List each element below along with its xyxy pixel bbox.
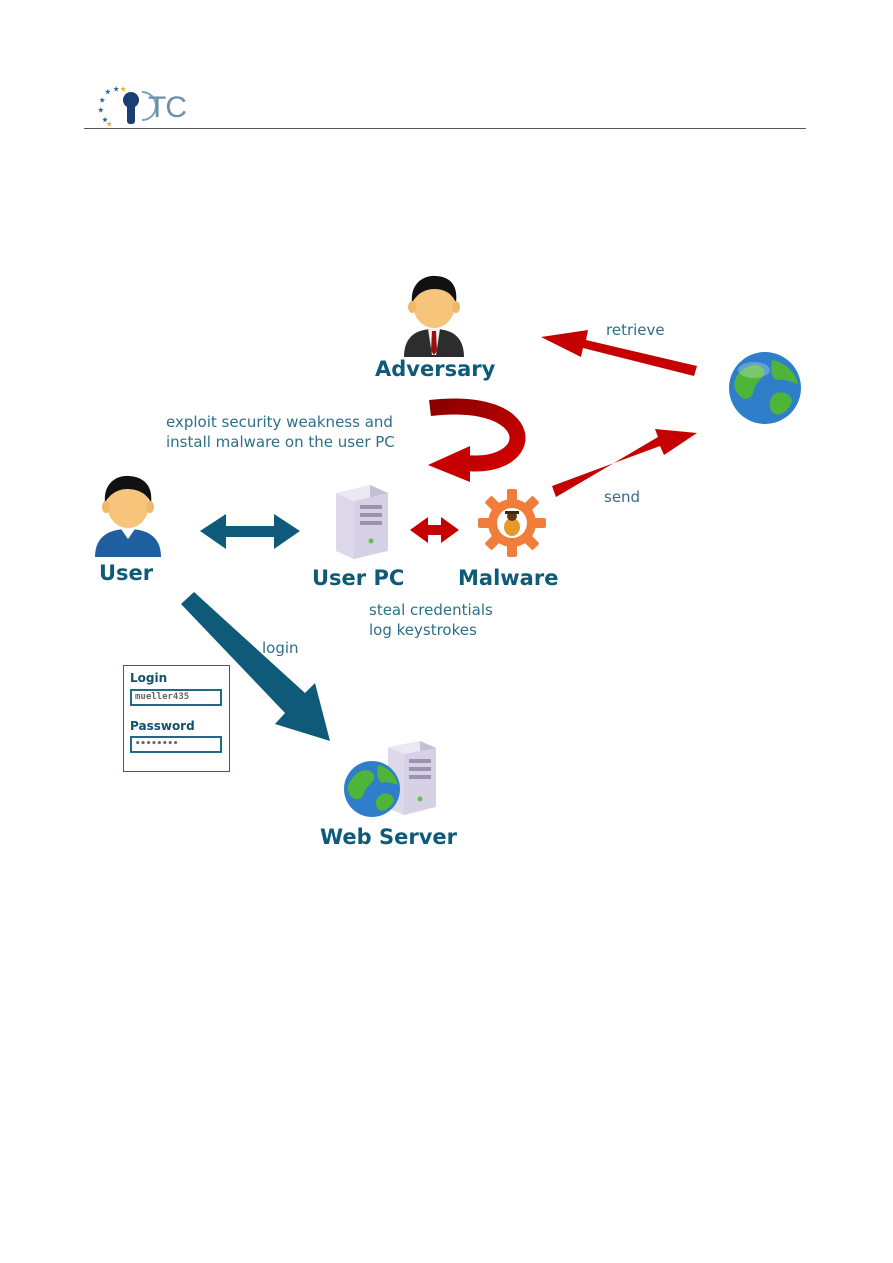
user-pc-link-arrow bbox=[200, 514, 300, 549]
user-person-icon bbox=[95, 475, 161, 557]
user-pc-node bbox=[330, 483, 392, 561]
adversary-label: Adversary bbox=[375, 357, 496, 381]
login-label: Login bbox=[130, 671, 168, 685]
login-form-illustration: Login mueller435 Password •••••••• bbox=[123, 665, 230, 772]
malware-label: Malware bbox=[458, 566, 559, 590]
login-caption: login bbox=[262, 639, 299, 657]
computer-tower-icon bbox=[336, 485, 388, 559]
malware-node bbox=[474, 487, 550, 559]
steal-caption: steal credentials log keystrokes bbox=[369, 600, 493, 640]
exploit-caption-line1: exploit security weakness and bbox=[166, 413, 393, 431]
login-arrow bbox=[181, 592, 330, 741]
malware-gear-icon bbox=[478, 489, 546, 557]
retrieve-caption: retrieve bbox=[606, 321, 665, 339]
web-server-icon bbox=[344, 741, 436, 817]
password-label: Password bbox=[130, 719, 195, 733]
internet-node bbox=[726, 350, 806, 426]
adversary-person-icon bbox=[404, 275, 464, 357]
send-arrow bbox=[552, 429, 697, 497]
retrieve-arrow bbox=[541, 330, 697, 376]
steal-caption-line2: log keystrokes bbox=[369, 621, 477, 639]
globe-icon bbox=[729, 352, 801, 424]
user-pc-label: User PC bbox=[312, 566, 405, 590]
login-username-field: mueller435 bbox=[130, 689, 222, 706]
user-label: User bbox=[99, 561, 154, 585]
adversary-node bbox=[398, 273, 470, 357]
header-divider bbox=[84, 128, 806, 129]
send-caption: send bbox=[604, 488, 641, 506]
logo bbox=[98, 86, 188, 128]
user-node bbox=[91, 473, 165, 557]
pc-malware-link-arrow bbox=[410, 517, 459, 543]
steal-caption-line1: steal credentials bbox=[369, 601, 493, 619]
exploit-caption: exploit security weakness and install ma… bbox=[166, 412, 395, 452]
exploit-caption-line2: install malware on the user PC bbox=[166, 433, 395, 451]
login-password-field: •••••••• bbox=[130, 736, 222, 753]
web-server-label: Web Server bbox=[320, 825, 458, 849]
logo-text: TC bbox=[148, 91, 187, 124]
web-server-node bbox=[342, 739, 440, 819]
logo-emblem-icon bbox=[98, 86, 157, 127]
exploit-arrow bbox=[428, 398, 526, 482]
